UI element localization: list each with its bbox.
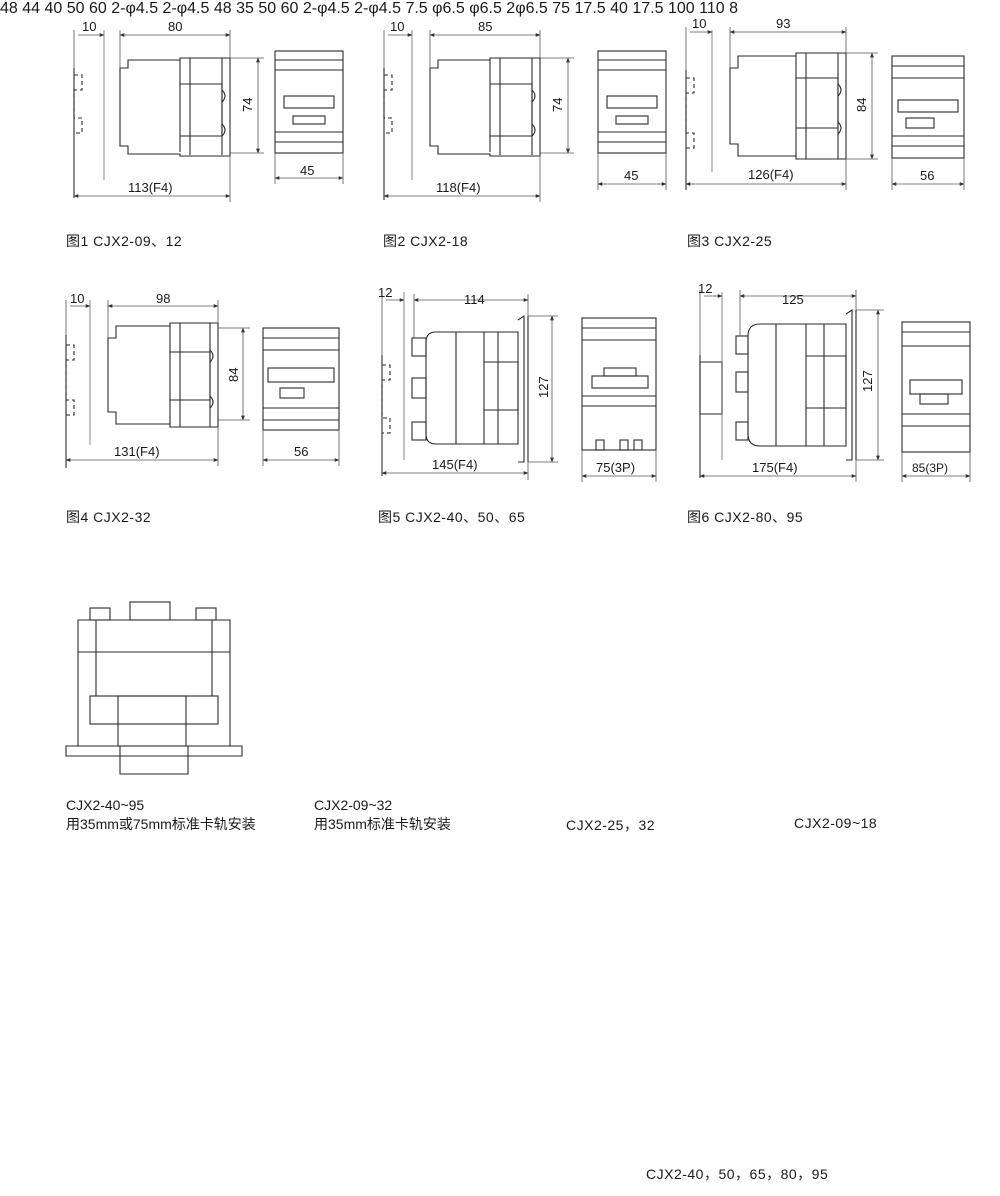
fig1-off-label: 10 — [82, 19, 96, 34]
fig2-total-label: 118(F4) — [436, 180, 481, 195]
plate-09-18-caption: CJX2-09~18 — [794, 815, 878, 831]
figure-2-side-view — [383, 30, 541, 200]
plate1-hole1-label: 2-φ4.5 — [111, 0, 159, 17]
fig3-off-label: 10 — [692, 16, 706, 31]
figure-4-front-view — [262, 327, 340, 431]
plate1-hole2-label: 2-φ4.5 — [162, 0, 210, 17]
plate1-h2-label: 40 — [44, 0, 63, 17]
fig1-height-label: 74 — [240, 98, 255, 112]
fig4-off-label: 10 — [70, 291, 84, 306]
plate1-h1-label: 44 — [22, 0, 41, 17]
bracket-h-top-label: 17.5 — [574, 0, 606, 17]
figure-5-side-view — [381, 292, 529, 476]
fig5-width-label: 114 — [464, 292, 485, 307]
fig4-total-label: 131(F4) — [114, 444, 160, 459]
fig5-off-label: 12 — [378, 285, 392, 300]
rail-small-caption-line1: CJX2-09~32 — [314, 797, 393, 813]
plate2-b2-label: 60 — [280, 0, 299, 17]
figure-2-front-view — [597, 50, 667, 154]
fig2-width-label: 85 — [478, 19, 492, 34]
fig3-height-label: 84 — [854, 98, 869, 112]
plate1-top-label: 48 — [0, 0, 18, 17]
figure-3-caption: 图3 CJX2-25 — [687, 233, 773, 249]
fig2-depth-label: 45 — [624, 168, 638, 183]
fig2-off-label: 10 — [390, 19, 404, 34]
plate1-b1-label: 50 — [66, 0, 85, 17]
plate2-h1-label: 35 — [236, 0, 254, 17]
fig1-width-label: 80 — [168, 19, 182, 34]
bracket-hole-a-label: φ6.5 — [432, 0, 465, 17]
figure-2-dimensions — [383, 30, 667, 202]
bracket-h-mid-label: 40 — [610, 0, 628, 17]
fig6-height-label: 127 — [860, 370, 875, 392]
figure-1-front-view — [274, 50, 344, 154]
rail-small-caption-line2: 用35mm标准卡轨安装 — [314, 816, 451, 832]
figure-4-side-view — [65, 300, 219, 468]
figure-5-dimensions — [381, 294, 657, 482]
plate2-b1-label: 50 — [258, 0, 277, 17]
bracket-h-bot-label: 17.5 — [632, 0, 664, 17]
figure-1-dimensions — [73, 30, 344, 202]
fig6-width-label: 125 — [782, 292, 804, 307]
rail-large-caption-line1: CJX2-40~95 — [66, 797, 145, 813]
figure-5-front-view — [581, 317, 657, 451]
plate2-hole1-label: 2-φ4.5 — [302, 0, 350, 17]
plate-25-32-caption: CJX2-25，32 — [566, 817, 656, 833]
bracket-slot-label: 2φ6.5 — [506, 0, 548, 17]
figure-6-dimensions — [699, 290, 971, 482]
figure-1-side-view — [73, 30, 231, 198]
figure-5-caption: 图5 CJX2-40、50、65 — [378, 509, 526, 525]
figure-6-front-view — [901, 321, 971, 453]
fig4-width-label: 98 — [156, 291, 170, 306]
figure-3-front-view — [891, 55, 965, 159]
fig5-height-label: 127 — [536, 376, 551, 398]
bracket-w1-label: 100 — [667, 0, 695, 17]
fig2-height-label: 74 — [550, 98, 565, 112]
fig4-height-label: 84 — [226, 368, 241, 382]
fig5-depth-label: 75(3P) — [596, 460, 635, 475]
bracket-h-total-label: 75 — [552, 0, 571, 17]
fig3-width-label: 93 — [776, 16, 790, 31]
fig6-off-label: 12 — [698, 281, 712, 296]
figure-2-caption: 图2 CJX2-18 — [383, 233, 469, 249]
bracket-w-right-label: 8 — [729, 0, 738, 17]
fig3-total-label: 126(F4) — [748, 167, 794, 182]
figure-1-caption: 图1 CJX2-09、12 — [66, 233, 183, 249]
figure-4-dimensions — [65, 300, 340, 466]
plate2-hole2-label: 2-φ4.5 — [354, 0, 401, 17]
bracket-caption: CJX2-40，50，65，80，95 — [646, 1166, 829, 1182]
plate2-top-label: 48 — [213, 0, 232, 17]
bracket-hole-b-label: φ6.5 — [469, 0, 502, 17]
fig1-depth-label: 45 — [300, 163, 314, 178]
fig1-total-label: 113(F4) — [128, 180, 173, 195]
fig5-total-label: 145(F4) — [432, 457, 478, 472]
rail-large-caption-line2: 用35mm或75mm标准卡轨安装 — [66, 816, 256, 832]
fig3-depth-label: 56 — [920, 168, 934, 183]
figure-6-caption: 图6 CJX2-80、95 — [687, 509, 804, 525]
fig4-depth-label: 56 — [294, 444, 308, 459]
bracket-w2-label: 110 — [699, 0, 725, 17]
figure-3-dimensions — [685, 27, 965, 190]
rail-mount-large-drawing — [65, 601, 243, 775]
fig6-total-label: 175(F4) — [752, 460, 798, 475]
figure-4-caption: 图4 CJX2-32 — [66, 509, 152, 525]
plate1-b2-label: 60 — [89, 0, 107, 17]
figure-3-side-view — [685, 30, 847, 190]
fig6-depth-label: 85(3P) — [912, 461, 948, 475]
bracket-top-right-label: 7.5 — [405, 0, 428, 17]
figure-6-side-view — [699, 292, 857, 478]
